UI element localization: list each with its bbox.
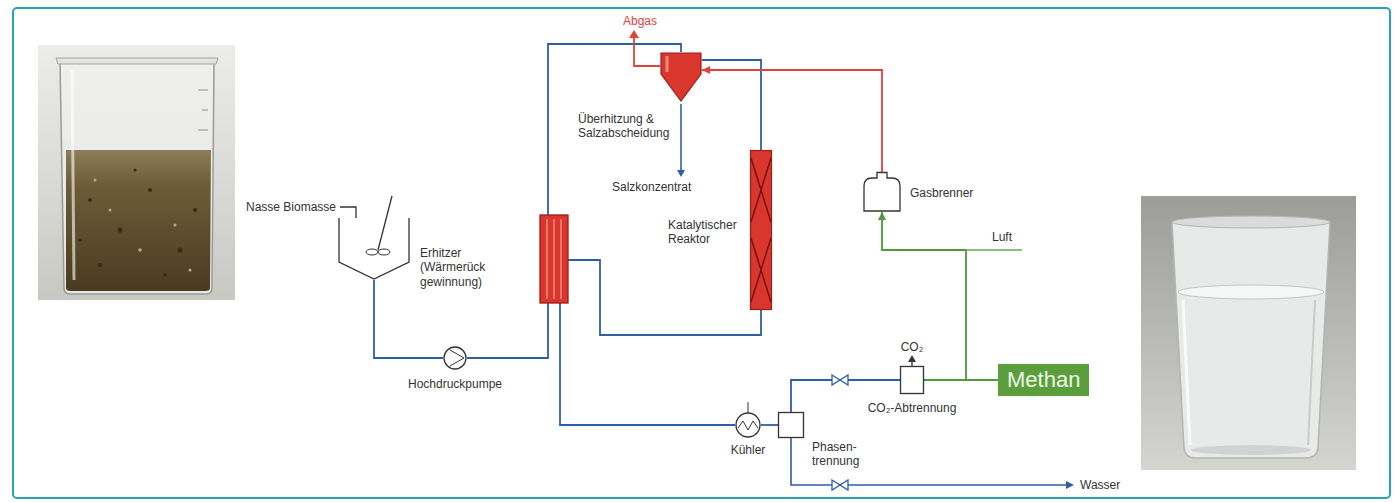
arrow-head — [677, 170, 685, 177]
pipe-line — [467, 44, 681, 358]
valve-symbol — [832, 480, 848, 490]
pipe-line — [882, 212, 966, 380]
beaker — [60, 62, 214, 294]
node-label: Kühler — [731, 443, 766, 457]
exhaust-line — [634, 38, 660, 66]
sludge — [66, 150, 211, 291]
pipe-line — [560, 260, 761, 425]
heat-exchanger — [540, 215, 568, 303]
sludge-light-particles — [94, 179, 192, 272]
pipe-line — [702, 60, 761, 150]
water-outlet — [791, 438, 1074, 490]
salt-separator-shape — [660, 52, 702, 102]
water-label: Wasser — [1080, 478, 1120, 492]
node-label: Hochdruckpumpe — [408, 377, 502, 391]
co2-label: CO₂ — [901, 340, 924, 354]
high-pressure-pump-shape — [443, 346, 467, 370]
pipe-connector — [761, 425, 778, 426]
node-label: CO₂-Abtrennung — [868, 401, 957, 415]
cooler-shape — [735, 412, 761, 438]
glass-highlight — [1183, 300, 1190, 445]
cooler: Kühler — [735, 412, 761, 438]
co2-outlet-arrow — [908, 355, 916, 366]
methane-box: Methan — [998, 364, 1089, 396]
pipe-connector — [467, 44, 681, 358]
arrow-head — [908, 355, 916, 362]
salt-outlet-arrow — [677, 104, 685, 177]
heat-exchanger-body — [540, 215, 568, 303]
gas-burner: Gasbrenner — [862, 172, 902, 212]
pipe-connector — [374, 280, 443, 358]
pipe-connector — [702, 60, 761, 150]
arrow-head — [702, 66, 710, 74]
glass-shadow — [1308, 300, 1315, 445]
catalytic-reactor-shape — [750, 150, 772, 310]
salt-line — [680, 104, 682, 170]
gas-burner-shape — [862, 172, 902, 212]
heater-tank: Erhitzer (Wärmerück gewinnung) — [338, 218, 410, 280]
salt-separator: Überhitzung & Salzabscheidung — [660, 52, 702, 102]
high-pressure-pump: Hochdruckpumpe — [443, 346, 467, 370]
node-label: Überhitzung & Salzabscheidung — [578, 112, 674, 141]
phase-separator: Phasen- trennung — [778, 412, 804, 438]
sludge-particles — [79, 169, 198, 278]
valve-symbol — [832, 375, 848, 385]
salt-label: Salzkonzentrat — [612, 180, 691, 194]
glass-base — [1191, 445, 1311, 455]
photo-ground — [38, 45, 235, 300]
glass — [1172, 222, 1330, 458]
node-label: Katalytischer Reaktor — [668, 218, 748, 247]
catalytic-reactor: Katalytischer Reaktor — [750, 150, 772, 310]
air-line — [966, 249, 1022, 251]
pipe-connector — [702, 66, 882, 172]
phase-separator-shape — [778, 412, 804, 438]
photo-ground — [1141, 196, 1356, 470]
node-label: Phasen- trennung — [812, 440, 870, 469]
pipe-line — [702, 70, 882, 172]
co2-separation-shape — [900, 366, 924, 394]
arrow-head — [878, 212, 886, 220]
exhaust-arrow — [629, 30, 660, 66]
water-surface — [1178, 285, 1324, 299]
beaker-rim — [56, 58, 218, 64]
graduation-marks — [198, 90, 208, 130]
water-photo — [1141, 196, 1356, 470]
pipe-connector — [878, 212, 966, 380]
feed-label: Nasse Biomasse — [246, 200, 336, 214]
frame — [13, 8, 1390, 498]
exhaust-label: Abgas — [623, 14, 657, 28]
node-label: Gasbrenner — [910, 186, 973, 200]
water-line — [791, 438, 1066, 485]
co2-separation: CO₂-Abtrennung — [900, 366, 924, 394]
pipe-line — [374, 280, 443, 358]
heater-tank-shape — [338, 218, 410, 280]
heat-exchanger-stripes — [547, 219, 561, 299]
air-label: Luft — [992, 230, 1012, 244]
node-label: Erhitzer (Wärmerück gewinnung) — [420, 246, 502, 289]
arrow-head — [1066, 481, 1074, 489]
pipe-line — [761, 424, 778, 426]
glass-highlight — [72, 70, 74, 280]
pipe-connector — [560, 260, 761, 425]
glass-rim — [1172, 216, 1330, 228]
arrow-head — [629, 30, 639, 38]
node-label: Methan — [1007, 367, 1080, 393]
sludge-photo — [38, 45, 235, 300]
